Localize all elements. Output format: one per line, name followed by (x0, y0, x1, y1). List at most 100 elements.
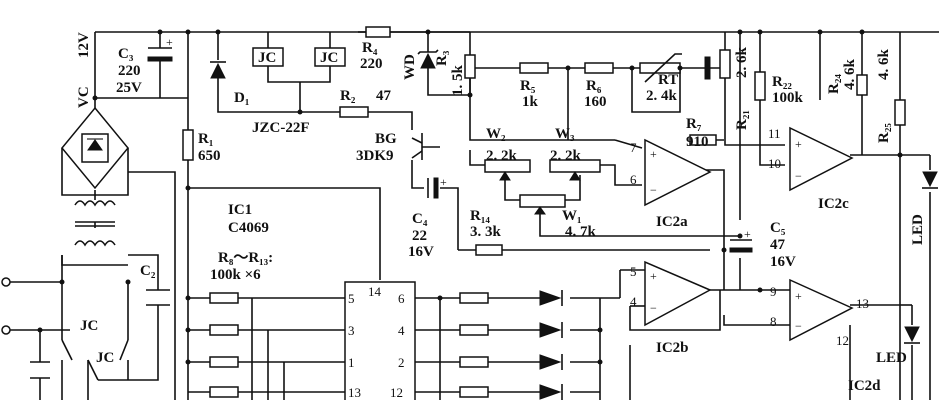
r5-resistor (519, 62, 549, 74)
ic2d-opamp (789, 278, 854, 342)
ac-terminal-2 (1, 325, 11, 335)
ic1-pin-1: 1 (348, 355, 355, 370)
r21-resistor (719, 49, 731, 79)
w1-potentiometer (519, 194, 566, 215)
r1-resistor (182, 129, 194, 161)
ic2a-plus-sign: + (650, 147, 657, 161)
ic1-pin-14: 14 (368, 284, 382, 299)
rt-name: RT (658, 72, 678, 88)
r2-resistor (339, 106, 369, 118)
ic2d-name: IC2d (848, 378, 881, 394)
w1-value: 4. 7k (565, 224, 597, 240)
ic2d-pin-minus: 8 (770, 314, 777, 329)
bridge-rectifier (61, 106, 129, 190)
ic1-package (344, 281, 416, 400)
ic1-resistor-range: R₈～R₁₃: (218, 250, 273, 266)
c5-name: C₅ (770, 220, 786, 236)
r1-value: 650 (198, 148, 221, 164)
ic2d-pin-plus: 9 (770, 284, 777, 299)
bg-name: BG (375, 131, 397, 147)
r13-resistor (459, 324, 489, 336)
relay-model-label: JZC-22F (252, 120, 310, 136)
r7-name: R₇ (686, 116, 702, 132)
r6-name: R₆ (586, 78, 602, 94)
r6-resistor (584, 62, 614, 74)
r6-value: 160 (584, 94, 607, 110)
bg-model: 3DK9 (356, 148, 394, 164)
output-diode-1 (539, 290, 563, 306)
ic2a-opamp (644, 138, 712, 207)
rt-value: 2. 4k (646, 88, 678, 104)
ic2d-plus-sign: + (795, 289, 802, 303)
d1-diode (210, 61, 226, 79)
r4-name: R₄ (362, 40, 378, 56)
ic2d-pin-out: 13 (856, 296, 869, 311)
c5-value: 47 (770, 237, 786, 253)
c2-label: C₂ (140, 263, 156, 279)
contact-jc1-label: JC (80, 318, 98, 334)
vc-label: VC (76, 86, 92, 108)
r7-resistor (689, 134, 717, 146)
relay-coil-b-label: JC (320, 50, 338, 66)
w2-name: W₂ (486, 126, 506, 142)
w3-potentiometer (549, 159, 601, 181)
r25-name: R₂₅ (876, 123, 892, 143)
relay-coil-b (314, 47, 346, 67)
ic2c-pin-minus: 10 (768, 156, 781, 171)
r22-name: R₂₂ (772, 74, 792, 90)
ic1-pin-13: 13 (348, 385, 361, 400)
w3-name: W₃ (555, 126, 575, 142)
r5-value: 1k (522, 94, 539, 110)
w2-value: 2. 2k (486, 148, 518, 164)
ic1-pin-2: 2 (398, 355, 405, 370)
bg-transistor (411, 133, 440, 160)
ic1-resistor-value: 100k ×6 (210, 267, 261, 283)
led-diode-1 (922, 171, 938, 189)
ic1-pin-12: 12 (390, 385, 403, 400)
ic1-pin-5: 5 (348, 291, 355, 306)
r12-resistor (459, 292, 489, 304)
r3-name: R₃ (434, 50, 450, 66)
r8-resistor (209, 292, 239, 304)
r21-value: 2. 6k (734, 47, 750, 79)
output-resistor-3 (459, 356, 489, 368)
c4-voltage: 16V (408, 244, 434, 260)
r2-name: R₂ (340, 88, 356, 104)
ic2b-pin-plus: 5 (630, 264, 637, 279)
supply-voltage-label: 12V (76, 32, 92, 58)
c5-capacitor (729, 239, 753, 253)
rt-terminal (704, 56, 711, 80)
input-capacitor (30, 361, 50, 379)
r1-name: R₁ (198, 131, 213, 147)
relay-contact-2 (87, 339, 129, 381)
wiring (6, 31, 939, 400)
ic2b-opamp (644, 260, 712, 327)
ic1-model: C4069 (228, 220, 269, 236)
output-diode-2 (539, 322, 563, 338)
ic2c-opamp (789, 126, 854, 192)
wd-label: WD (402, 54, 418, 80)
ic1-pin-3: 3 (348, 323, 355, 338)
w2-potentiometer (484, 159, 531, 181)
transformer (74, 200, 116, 247)
led-diode-2 (904, 326, 920, 344)
c4-name: C₄ (412, 211, 428, 227)
r22-resistor (754, 71, 766, 101)
r24-name: R₂₄ (826, 74, 842, 94)
r14-resistor (475, 244, 503, 256)
contact-jc2-label: JC (96, 350, 114, 366)
r5-name: R₅ (520, 78, 536, 94)
relay-coil-a-label: JC (258, 50, 276, 66)
output-diode-4 (539, 384, 563, 400)
r2-value: 47 (376, 88, 392, 104)
c3-value: 220 (118, 63, 141, 79)
ic2d-pin-12: 12 (836, 333, 849, 348)
c2-capacitor (146, 289, 170, 306)
output-resistor-4 (459, 386, 489, 398)
r25-value: 4. 6k (876, 49, 892, 81)
w1-name: W₁ (562, 208, 582, 224)
r10-resistor (209, 356, 239, 368)
c5-voltage: 16V (770, 254, 796, 270)
r24-resistor (856, 74, 868, 96)
